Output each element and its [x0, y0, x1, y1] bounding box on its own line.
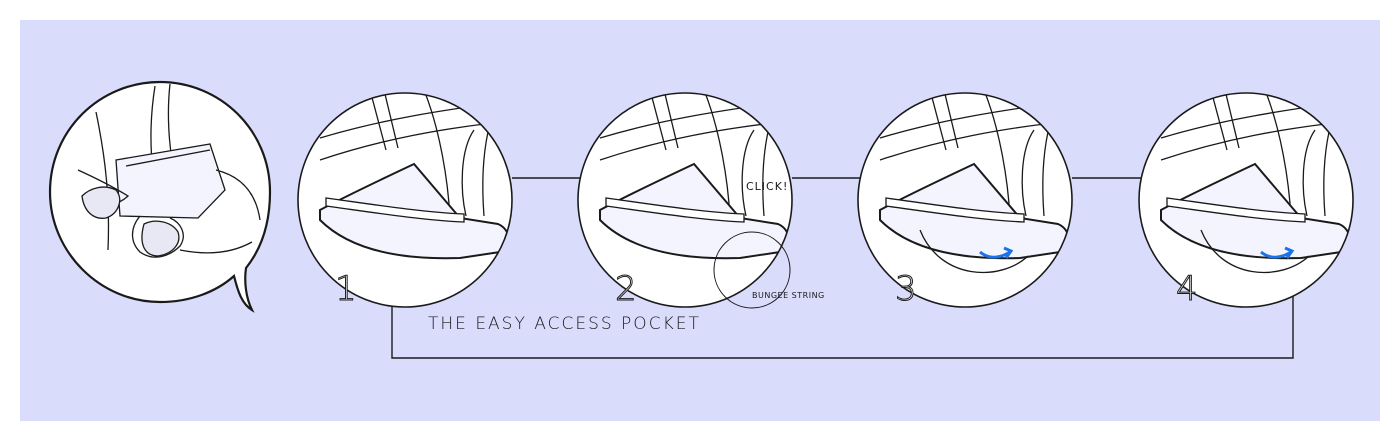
step-number: 3 [895, 269, 918, 309]
step-number: 2 [615, 269, 638, 309]
step-number: 1 [335, 269, 358, 309]
diagram-title: THE EASY ACCESS POCKET [428, 314, 701, 334]
click-annotation: CLICK! [746, 180, 788, 193]
diagram-svg: 1 2 3 4 THE EASY ACCESS POCKET CLICK! BUNGE… [20, 20, 1380, 421]
step-number: 4 [1176, 269, 1199, 309]
bungee-string-label: BUNGEE STRING [752, 291, 825, 300]
